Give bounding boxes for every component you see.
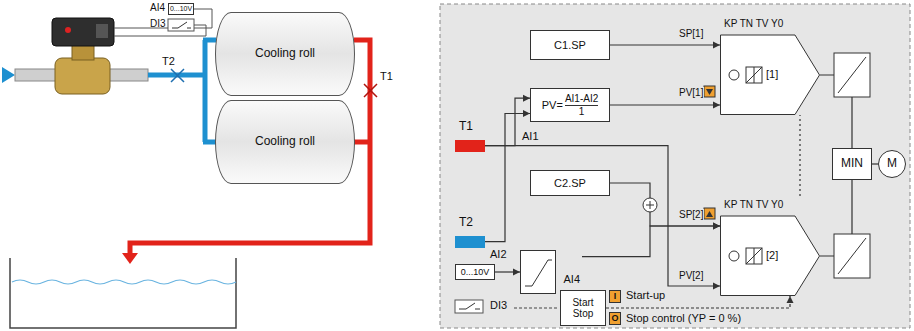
pid-controller: KP TN TV Y0 [2] bbox=[720, 196, 820, 296]
function-box: AI4 bbox=[520, 250, 582, 294]
signal-label: PV[1] bbox=[678, 87, 704, 98]
function-box: MIN bbox=[832, 148, 872, 180]
signal-label: SP[1] bbox=[678, 28, 704, 39]
signal-name: T1 bbox=[380, 70, 393, 82]
controller-shape bbox=[720, 196, 820, 296]
collecting-tank bbox=[10, 258, 236, 328]
signal-connector bbox=[495, 271, 520, 272]
sensor-name: T1 bbox=[459, 120, 473, 134]
function-box: PV=AI1-AI21 bbox=[530, 88, 610, 122]
ramp-symbol bbox=[520, 250, 556, 294]
function-box: 0...10V bbox=[455, 264, 495, 280]
box-text: 0...10V bbox=[461, 267, 490, 277]
roll-label: Cooling roll bbox=[255, 135, 315, 149]
signal-name: Start-up bbox=[626, 289, 665, 301]
signal-connector bbox=[582, 226, 720, 257]
sensor-input: T1 bbox=[455, 120, 485, 152]
function-box: I bbox=[609, 290, 621, 303]
sensor-input: T2 bbox=[455, 216, 485, 248]
box-text: Stop bbox=[573, 308, 594, 320]
control-valve bbox=[52, 18, 114, 94]
signal-label: SP[2] bbox=[678, 209, 704, 220]
sensor-name: T2 bbox=[459, 216, 473, 230]
box-text: C1.SP bbox=[554, 39, 586, 52]
signal-name: AI2 bbox=[490, 248, 507, 260]
signal-name: DI3 bbox=[490, 299, 507, 311]
state-icon: O bbox=[611, 313, 618, 323]
box-text: C2.SP bbox=[554, 177, 586, 190]
signal-name: AI1 bbox=[522, 130, 539, 142]
controller-number: [2] bbox=[766, 249, 778, 262]
signal-connector bbox=[610, 44, 720, 45]
function-box: O bbox=[609, 312, 621, 325]
signal-connector bbox=[610, 104, 720, 105]
box-text: Start bbox=[572, 297, 593, 309]
motor-symbol: M bbox=[887, 157, 897, 171]
cold-water-pipe bbox=[148, 40, 216, 142]
signal-label: PV[2] bbox=[678, 270, 704, 281]
formula-numerator: AI1-AI2 bbox=[565, 93, 598, 106]
sensor-t2-mark bbox=[171, 69, 184, 82]
controller-parameters: KP TN TV Y0 bbox=[724, 199, 783, 211]
controller-parameters: KP TN TV Y0 bbox=[724, 18, 783, 30]
signal-connector bbox=[799, 115, 800, 196]
formula-text: PV= bbox=[542, 99, 563, 112]
pid-controller: KP TN TV Y0 [1] bbox=[720, 15, 820, 115]
sensor-t1-mark bbox=[364, 84, 377, 97]
signal-wires bbox=[114, 9, 212, 36]
signal-name: DI3 bbox=[150, 18, 166, 29]
box-text: MIN bbox=[841, 157, 863, 171]
roll-label: Cooling roll bbox=[255, 47, 315, 61]
sensor-connector bbox=[455, 140, 485, 152]
sensor-connector bbox=[455, 236, 485, 248]
input-name: AI4 bbox=[563, 273, 580, 286]
controller-panel bbox=[440, 4, 910, 328]
function-box: C1.SP bbox=[530, 30, 610, 60]
function-box: 0...10V bbox=[168, 3, 194, 15]
state-icon: I bbox=[614, 291, 617, 301]
signal-connector bbox=[610, 183, 720, 226]
signal-name: T2 bbox=[162, 55, 175, 67]
cooling-roll: Cooling roll bbox=[215, 100, 355, 184]
di3-switch bbox=[455, 300, 558, 313]
signal-name: Stop control (YP = 0 %) bbox=[626, 312, 741, 324]
function-box: StartStop bbox=[560, 290, 606, 326]
formula-denominator: 1 bbox=[579, 106, 585, 118]
function-box: M bbox=[878, 150, 906, 178]
signal-name: AI4 bbox=[150, 2, 165, 13]
limit-indicator bbox=[704, 86, 715, 219]
function-box: C2.SP bbox=[530, 170, 610, 196]
box-text: 0...10V bbox=[170, 5, 192, 13]
summing-junction bbox=[643, 198, 657, 212]
controller-shape bbox=[720, 15, 820, 115]
cooling-roll: Cooling roll bbox=[215, 12, 355, 96]
controller-number: [1] bbox=[766, 68, 778, 81]
drain-arrow bbox=[122, 253, 138, 264]
